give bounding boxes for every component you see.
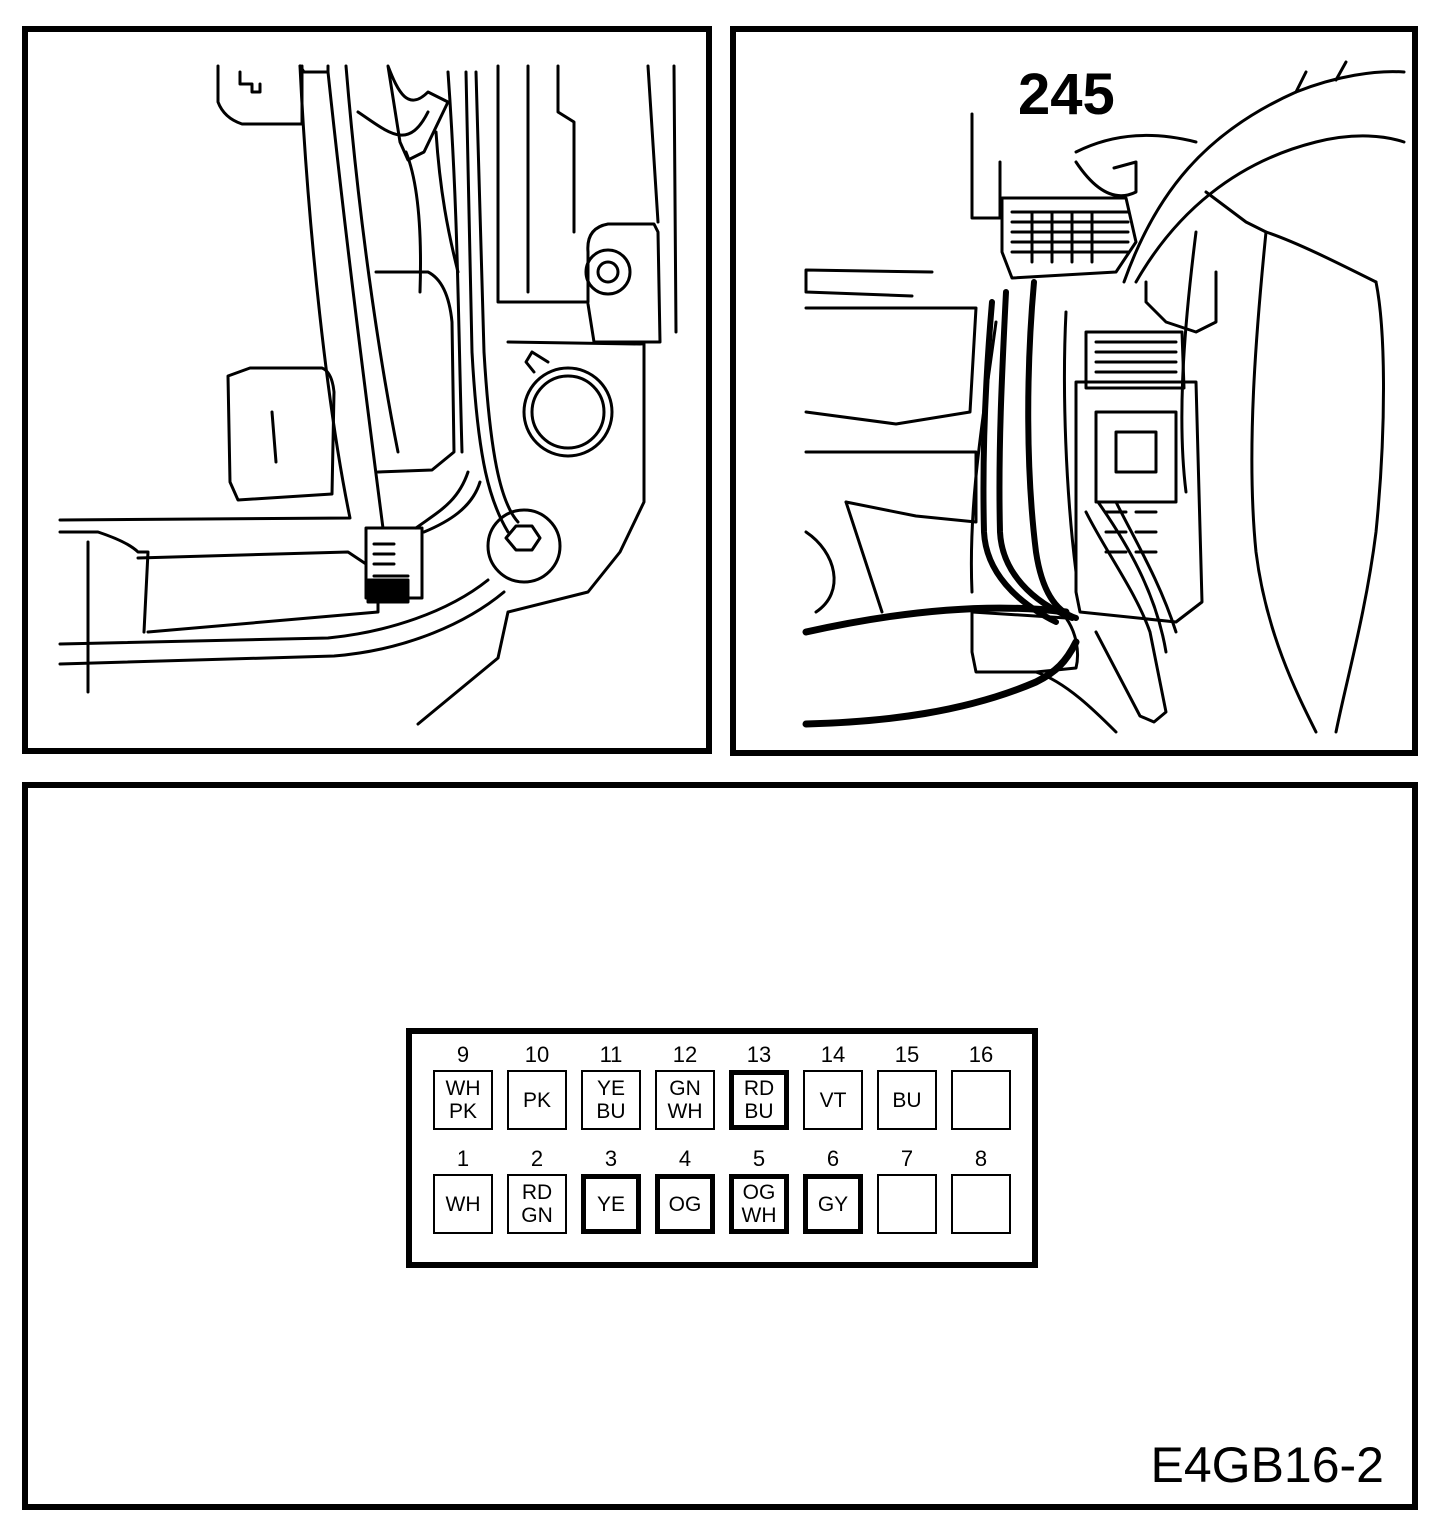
wire-color-code: VT	[819, 1088, 847, 1112]
wire-color-code: BU	[596, 1100, 626, 1123]
pin-number: 3	[604, 1146, 618, 1171]
pin-cavity	[951, 1070, 1011, 1130]
wire-color-code: GY	[817, 1192, 849, 1216]
pin-7: 7	[874, 1146, 940, 1234]
pin-number: 15	[894, 1042, 920, 1067]
diagram-code: E4GB16-2	[1150, 1437, 1384, 1493]
pin-number: 6	[826, 1146, 840, 1171]
wire-color-code: YE	[596, 1192, 625, 1216]
wire-color-code: WH	[667, 1100, 703, 1123]
pin-number: 2	[530, 1146, 544, 1171]
pin-cavity: OG	[655, 1174, 715, 1234]
wire-color-code: GN	[669, 1077, 701, 1100]
wire-color-code: YE	[596, 1077, 625, 1100]
connector-callout-number: 245	[1018, 62, 1115, 127]
pin-16: 16	[948, 1042, 1014, 1130]
pin-number: 5	[752, 1146, 766, 1171]
pin-cavity: PK	[507, 1070, 567, 1130]
wire-color-code: RD	[521, 1181, 553, 1204]
connector-closeup-line-drawing	[802, 60, 1406, 734]
pin-cavity: YE	[581, 1174, 641, 1234]
pin-number: 13	[746, 1042, 772, 1067]
pin-number: 12	[672, 1042, 698, 1067]
pin-number: 14	[820, 1042, 846, 1067]
wire-color-code: PK	[522, 1088, 551, 1112]
wire-color-code: OG	[742, 1181, 776, 1204]
pin-cavity: WH	[433, 1174, 493, 1234]
wire-color-code: BU	[892, 1088, 922, 1112]
pin-number: 8	[974, 1146, 988, 1171]
pin-number: 16	[968, 1042, 994, 1067]
wire-color-code: GN	[521, 1204, 553, 1227]
wire-color-code: BU	[744, 1100, 774, 1123]
wire-color-code: WH	[445, 1077, 481, 1100]
pin-number: 9	[456, 1042, 470, 1067]
dashboard-line-drawing	[58, 64, 678, 726]
pin-cavity: GY	[803, 1174, 863, 1234]
pin-cavity: VT	[803, 1070, 863, 1130]
pin-number: 4	[678, 1146, 692, 1171]
pin-number: 7	[900, 1146, 914, 1171]
location-illustration-right: 245	[730, 26, 1418, 756]
location-illustration-left	[22, 26, 712, 754]
pin-cavity	[877, 1174, 937, 1234]
wire-color-code: WH	[445, 1192, 481, 1216]
wire-color-code: OG	[668, 1192, 702, 1216]
pin-8: 8	[948, 1146, 1014, 1234]
wire-color-code: PK	[448, 1100, 477, 1123]
pin-cavity	[951, 1174, 1011, 1234]
wire-color-code: WH	[741, 1204, 777, 1227]
pin-cavity: BU	[877, 1070, 937, 1130]
wire-color-code: RD	[743, 1077, 775, 1100]
pin-number: 10	[524, 1042, 550, 1067]
pin-number: 11	[599, 1042, 623, 1067]
pin-number: 1	[456, 1146, 470, 1171]
